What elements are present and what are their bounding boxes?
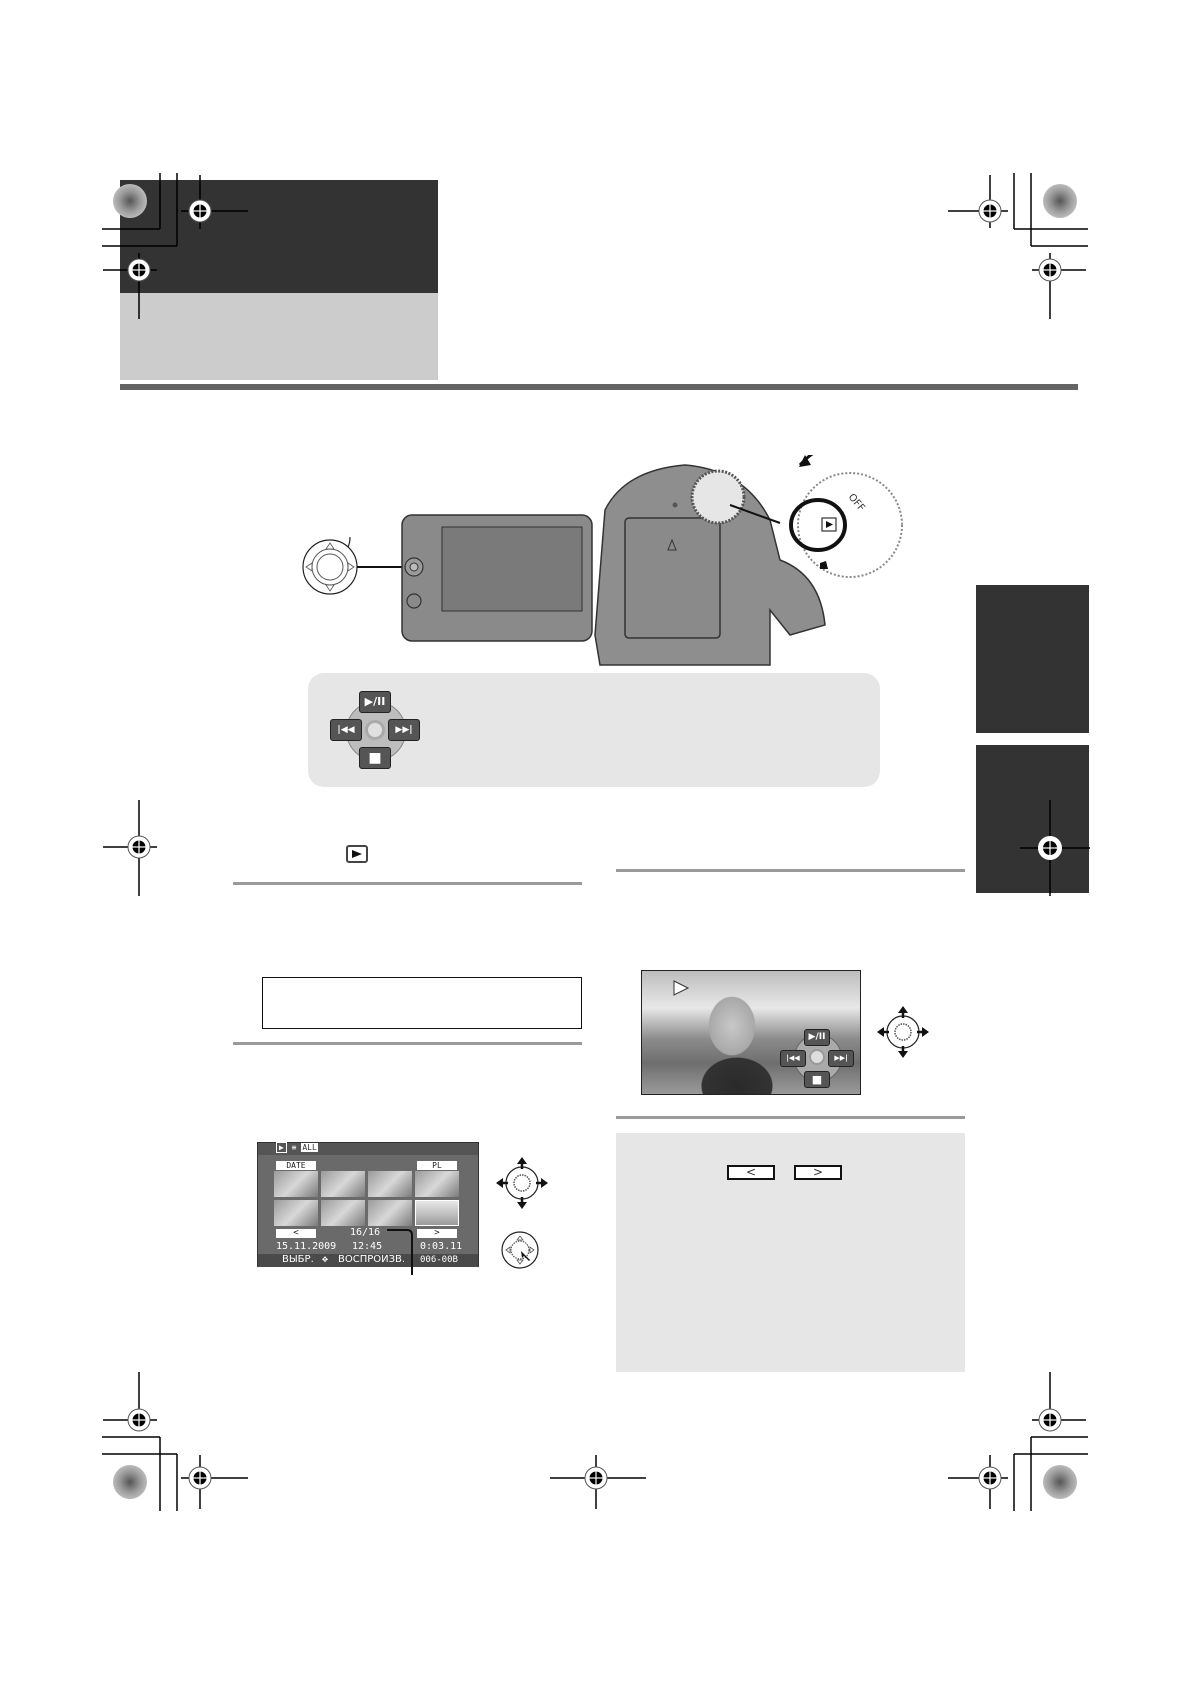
skip-back-button[interactable]: |◀◀ [780, 1050, 806, 1067]
play-hint: ВОСПРОИЗВ. [338, 1254, 406, 1265]
play-mode-icon [346, 845, 368, 863]
recording-time: 12:45 [352, 1241, 383, 1252]
thumbnail[interactable] [274, 1200, 318, 1226]
record-mode-icon [820, 561, 828, 569]
playback-controls-info-panel: ▶/II |◀◀ ▶▶| ■ [308, 673, 880, 787]
stop-icon: ■ [359, 747, 391, 769]
joystick-callout-icon [302, 536, 358, 595]
joystick-four-way-icon [496, 1157, 548, 1209]
section-divider [616, 1116, 965, 1119]
skip-forward-icon: ▶▶| [388, 719, 420, 741]
side-tab-section [976, 585, 1089, 733]
thumbnail[interactable] [415, 1171, 459, 1197]
playback-screen-photo: ▶/II |◀◀ ▶▶| ■ [641, 970, 861, 1095]
header-bar [120, 180, 438, 293]
thumbnail[interactable] [274, 1171, 318, 1197]
thumbnail[interactable] [368, 1200, 412, 1226]
file-number: 006-00B [420, 1255, 458, 1265]
joystick-press-icon [501, 1231, 539, 1269]
boxed-note [262, 977, 582, 1029]
page-counter: 16/16 [350, 1227, 381, 1238]
play-indicator-icon [673, 980, 690, 996]
select-hint: ВЫБР. [282, 1254, 314, 1265]
play-mode-icon: ▶ [276, 1142, 287, 1153]
top-icons: ▶ ≡ ALL [276, 1142, 318, 1153]
side-tab-registration-mark [1020, 800, 1090, 896]
camcorder-illustration: OFF [302, 455, 903, 666]
next-page-button[interactable]: > [417, 1229, 457, 1238]
mode-dial-icon: OFF [789, 455, 903, 578]
next-button-icon: > [794, 1165, 842, 1180]
prev-page-button[interactable]: < [276, 1229, 316, 1238]
side-tab-subsection [976, 745, 1089, 893]
step-divider [233, 1042, 582, 1045]
thumbnail[interactable] [321, 1171, 365, 1197]
playlist-tab[interactable]: PL [417, 1161, 457, 1170]
play-pause-icon: ▶/II [359, 691, 391, 713]
thumbnail-playback-screen: ▶ ≡ ALL DATE PL < 16/16 > 15.11.2009 12:… [257, 1142, 479, 1267]
header-subtitle-area [120, 293, 438, 380]
playback-control-pad-icon: ▶/II |◀◀ ▶▶| ■ [330, 691, 420, 769]
stop-button[interactable]: ■ [804, 1071, 830, 1088]
step-divider [616, 869, 965, 872]
skip-back-icon: |◀◀ [330, 719, 362, 741]
joystick-hint-icon: ✥ [322, 1254, 329, 1265]
counter-callout-line [387, 1229, 413, 1275]
step-divider [233, 882, 582, 885]
thumbnail-selected[interactable] [415, 1200, 459, 1226]
date-tab[interactable]: DATE [276, 1161, 316, 1170]
note-box: < > [616, 1133, 965, 1372]
duration: 0:03.11 [420, 1241, 463, 1252]
play-pause-button[interactable]: ▶/II [804, 1029, 830, 1046]
all-filter-icon: ALL [301, 1143, 318, 1152]
recording-date: 15.11.2009 [276, 1241, 337, 1252]
media-icon: ≡ [291, 1143, 297, 1152]
thumbnail[interactable] [321, 1200, 365, 1226]
thumbnail[interactable] [368, 1171, 412, 1197]
header-rule [120, 384, 1078, 390]
color-bar-icon [113, 184, 147, 218]
joystick-four-way-icon [877, 1006, 929, 1058]
playback-control-overlay: ▶/II |◀◀ ▶▶| ■ [780, 1029, 854, 1091]
prev-button-icon: < [727, 1165, 775, 1180]
skip-forward-button[interactable]: ▶▶| [828, 1050, 854, 1067]
